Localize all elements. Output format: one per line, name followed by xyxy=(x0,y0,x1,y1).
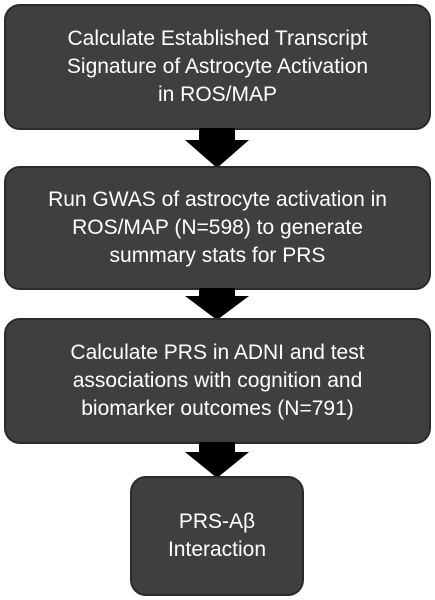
down-arrow-1 xyxy=(185,128,249,168)
down-arrow-2 xyxy=(185,288,249,320)
down-arrow-3 xyxy=(185,442,249,478)
flowchart-step-4: PRS-Aβ Interaction xyxy=(130,476,304,596)
step-2-label: Run GWAS of astrocyte activation in ROS/… xyxy=(48,188,387,267)
flowchart-step-2: Run GWAS of astrocyte activation in ROS/… xyxy=(4,166,431,290)
flowchart-step-1: Calculate Established Transcript Signatu… xyxy=(4,4,431,130)
flowchart-step-3: Calculate PRS in ADNI and test associati… xyxy=(4,318,431,444)
step-4-label: PRS-Aβ Interaction xyxy=(167,510,267,561)
step-1-label: Calculate Established Transcript Signatu… xyxy=(66,27,369,106)
step-3-label: Calculate PRS in ADNI and test associati… xyxy=(70,341,365,420)
